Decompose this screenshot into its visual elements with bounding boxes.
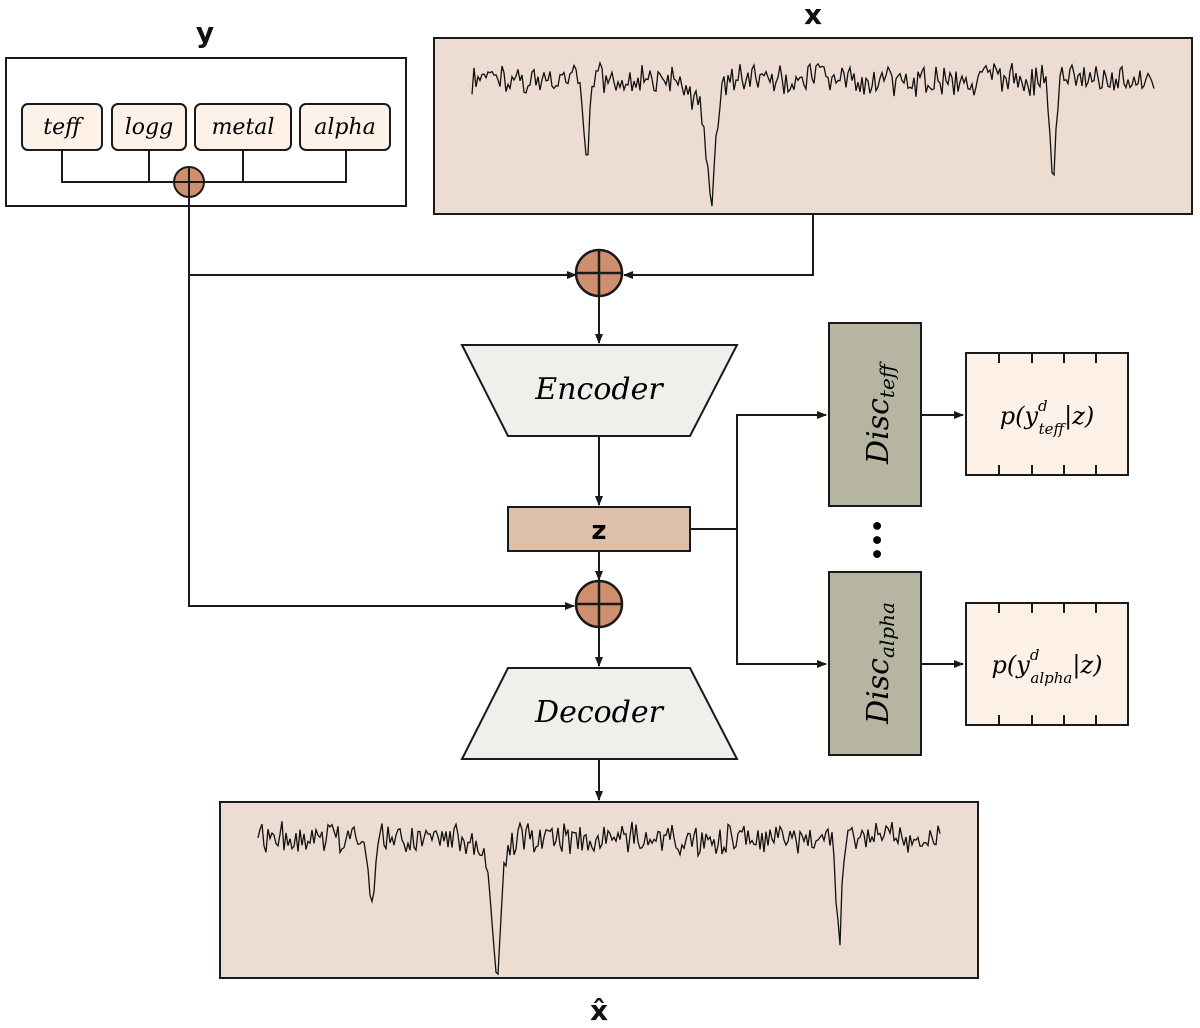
- condition-teff-label: teff: [43, 115, 84, 140]
- encoder-block: [460, 344, 739, 437]
- label-y: y: [196, 16, 214, 49]
- latent-z-label: z: [591, 516, 606, 546]
- decoder-label: Decoder: [534, 695, 665, 730]
- input-spectrum-line: [471, 60, 1155, 207]
- condition-alpha: alpha: [299, 103, 391, 151]
- output-spectrum-line: [257, 821, 941, 976]
- z-to-disc-alpha-line: [736, 529, 827, 668]
- decoder-block: [460, 667, 739, 760]
- x-to-encoder-line: [623, 214, 814, 279]
- label-x-hat: x̂: [590, 994, 608, 1027]
- condition-logg: logg: [111, 103, 187, 151]
- concat-plus-icon: [574, 579, 624, 629]
- y-to-decoder-line: [188, 275, 575, 610]
- prob-teff-box: [965, 352, 1129, 476]
- condition-metal: metal: [194, 103, 292, 151]
- prob-alpha-ticks: [998, 603, 1097, 725]
- disc-teff-block: [828, 322, 922, 507]
- encoder-label: Encoder: [534, 372, 664, 407]
- label-x: x: [804, 0, 822, 31]
- condition-alpha-label: alpha: [314, 115, 376, 140]
- disc-alpha-label: Discalpha: [861, 602, 899, 725]
- latent-z-block: [507, 506, 691, 552]
- input-spectrum-panel: [433, 37, 1193, 215]
- concat-plus-icon: [173, 166, 205, 198]
- condition-metal-label: metal: [212, 115, 275, 140]
- condition-teff: teff: [21, 103, 103, 151]
- concat-plus-icon: [574, 248, 624, 298]
- condition-logg-label: logg: [125, 115, 173, 140]
- disc-teff-label: Discteff: [861, 360, 899, 465]
- ellipsis-dots: •••: [863, 519, 888, 561]
- disc-alpha-block: [828, 571, 922, 756]
- z-to-discriminators-line: [690, 411, 827, 530]
- output-spectrum-panel: [219, 801, 979, 979]
- prob-teff-ticks: [998, 353, 1097, 475]
- prob-alpha-box: [965, 602, 1129, 726]
